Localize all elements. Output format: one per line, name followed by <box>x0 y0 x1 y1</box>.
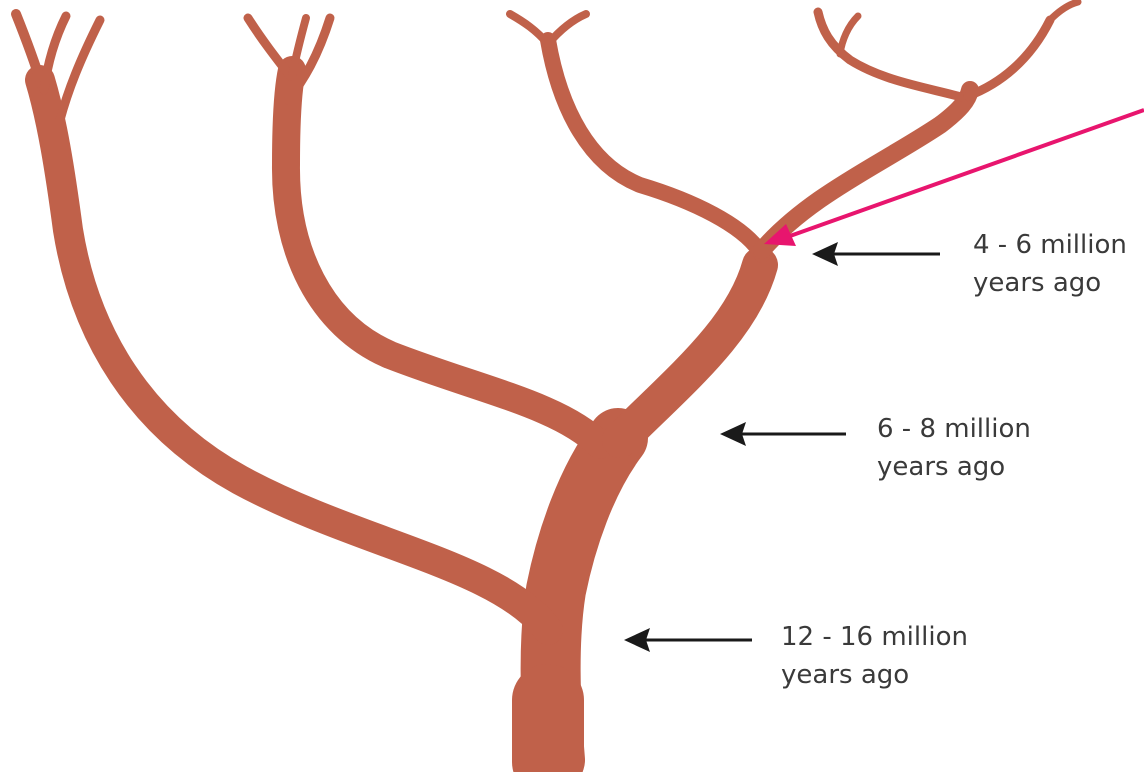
twig-third-1 <box>510 14 548 44</box>
branch-third-lineage <box>548 40 762 255</box>
twig-second-1 <box>248 18 290 76</box>
upper-stem <box>620 265 760 440</box>
time-label-4-6-million-line2: years ago <box>973 264 1127 302</box>
time-label-6-8-million-line2: years ago <box>877 448 1031 486</box>
twig-fourth-2 <box>840 16 858 54</box>
twig-fourth-4 <box>1050 2 1078 20</box>
twig-left-3 <box>60 20 100 120</box>
time-label-4-6-million: 4 - 6 million years ago <box>973 226 1127 302</box>
pointer-arrow-shaft <box>790 110 1144 236</box>
branch-fourth-lineage <box>762 90 970 250</box>
time-label-12-16-million-line2: years ago <box>781 656 968 694</box>
twig-third-2 <box>548 14 586 44</box>
time-label-4-6-million-line1: 4 - 6 million <box>973 226 1127 264</box>
time-label-12-16-million: 12 - 16 million years ago <box>781 618 968 694</box>
twig-fourth-3 <box>968 20 1050 96</box>
branch-second-lineage <box>286 70 600 445</box>
time-label-6-8-million: 6 - 8 million years ago <box>877 410 1031 486</box>
time-label-12-16-million-line1: 12 - 16 million <box>781 618 968 656</box>
time-label-6-8-million-line1: 6 - 8 million <box>877 410 1031 448</box>
